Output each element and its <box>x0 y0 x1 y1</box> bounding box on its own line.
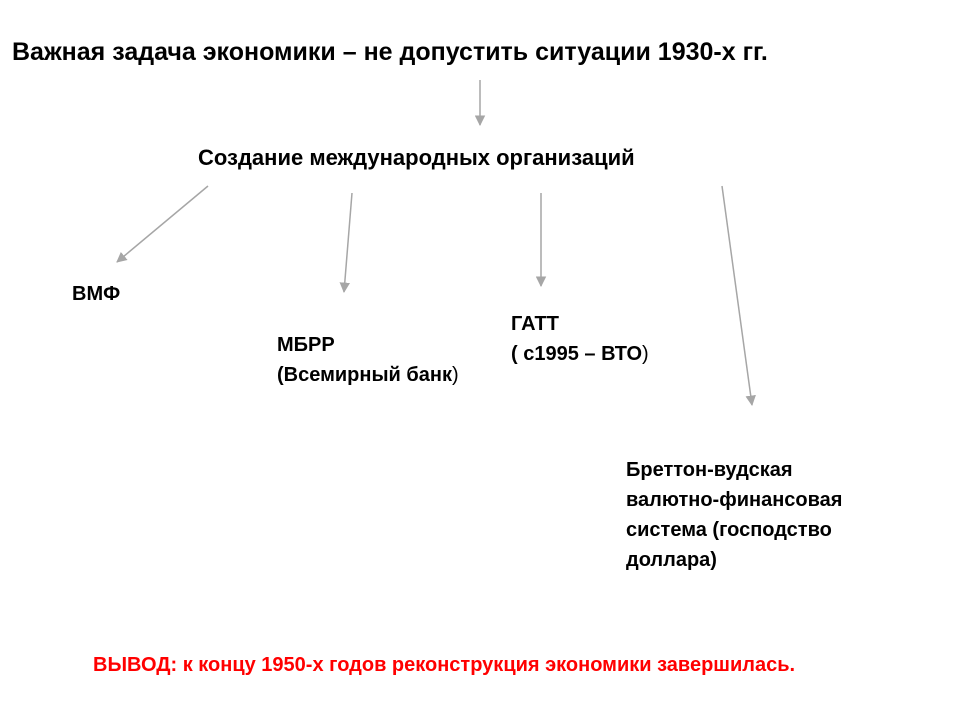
main-title: Важная задача экономики – не допустить с… <box>12 38 768 66</box>
node-mbrr: МБРР (Всемирный банк) <box>277 330 459 390</box>
node-bretton-woods: Бреттон-вудская валютно-финансовая систе… <box>626 455 842 575</box>
node-mbrr-note-text: (Всемирный банк <box>277 364 452 386</box>
node-bretton-line-1: Бреттон-вудская <box>626 459 793 481</box>
subtitle: Создание международных организаций <box>198 145 635 170</box>
arrow-to-bretton-woods <box>721 185 756 407</box>
arrow-to-vmf <box>116 185 209 263</box>
node-bretton-line-4: доллара) <box>626 549 717 571</box>
node-bretton-line-3: система (господство <box>626 519 832 541</box>
node-vmf-label: ВМФ <box>72 283 121 305</box>
node-mbrr-note: (Всемирный банк) <box>277 360 459 390</box>
node-mbrr-note-paren: ) <box>451 364 459 386</box>
conclusion-text: ВЫВОД: к концу 1950-х годов реконструкци… <box>93 654 796 676</box>
node-gatt-note: ( с1995 – ВТО) <box>511 339 649 369</box>
node-bretton-line-2: валютно-финансовая <box>626 489 843 511</box>
node-gatt-note-paren: ) <box>642 343 649 365</box>
node-gatt-label: ГАТТ <box>511 313 559 335</box>
node-mbrr-label: МБРР <box>277 334 335 356</box>
node-vmf: ВМФ <box>72 279 120 309</box>
node-gatt: ГАТТ ( с1995 – ВТО) <box>511 309 649 369</box>
arrow-to-mbrr <box>339 192 353 294</box>
node-gatt-note-text: ( с1995 – ВТО <box>511 343 643 365</box>
